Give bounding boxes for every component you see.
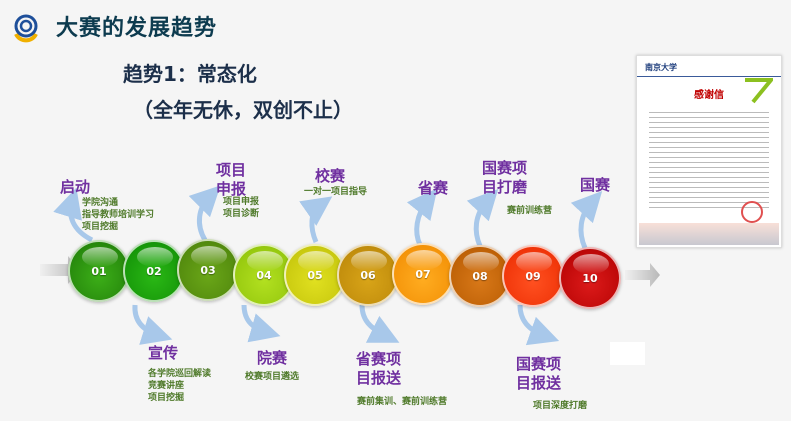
step-03-label: 项目申报 (216, 161, 247, 198)
trend-subtitle: 趋势1：常态化 (123, 62, 257, 86)
step-09-label: 国赛项目报送 (516, 355, 562, 392)
step-01-ball[interactable]: 01 (68, 240, 130, 302)
step-05-ball[interactable]: 05 (284, 244, 346, 306)
step-07-ball[interactable]: 07 (392, 243, 454, 305)
step-10-ball[interactable]: 10 (559, 247, 621, 309)
step-04-details: 校赛项目遴选 (245, 372, 300, 382)
step-06-label: 省赛项目报送 (356, 350, 402, 387)
step-09-ball[interactable]: 09 (502, 245, 564, 307)
letter-university: 南京大学 (645, 63, 677, 72)
page-title: 大赛的发展趋势 (56, 16, 218, 41)
letter-emblem-icon (745, 78, 773, 104)
step-06-ball[interactable]: 06 (337, 244, 399, 306)
step-03-ball[interactable]: 03 (177, 239, 239, 301)
step-05-details: 一对一项目指导 (304, 187, 368, 197)
step-03-details: 项目申报项目诊断 (223, 197, 260, 219)
step-01-label: 启动 (60, 178, 91, 196)
step-08-label: 国赛项目打磨 (482, 159, 528, 196)
logo-icon (10, 12, 42, 44)
trend-note: （全年无休，双创不止） (133, 98, 353, 122)
step-08-ball[interactable]: 08 (449, 245, 511, 307)
step-06-details: 赛前集训、赛前训练营 (357, 397, 448, 407)
letter-heading: 感谢信 (694, 90, 724, 101)
thank-you-letter-image: 南京大学 感谢信 (636, 55, 782, 248)
step-08-details: 赛前训练营 (507, 206, 553, 216)
step-02-details: 各学院巡回解读竞赛讲座项目挖掘 (148, 369, 212, 403)
step-05-label: 校赛 (315, 167, 346, 185)
step-09-details: 项目深度打磨 (533, 401, 588, 411)
step-01-details: 学院沟通指导教师培训学习项目挖掘 (82, 198, 155, 232)
blank-box (610, 342, 645, 365)
step-02-ball[interactable]: 02 (123, 240, 185, 302)
step-07-label: 省赛 (418, 179, 449, 197)
step-10-label: 国赛 (580, 176, 611, 194)
step-04-label: 院赛 (257, 349, 288, 367)
step-02-label: 宣传 (148, 344, 179, 362)
end-arrow-icon (625, 263, 660, 287)
